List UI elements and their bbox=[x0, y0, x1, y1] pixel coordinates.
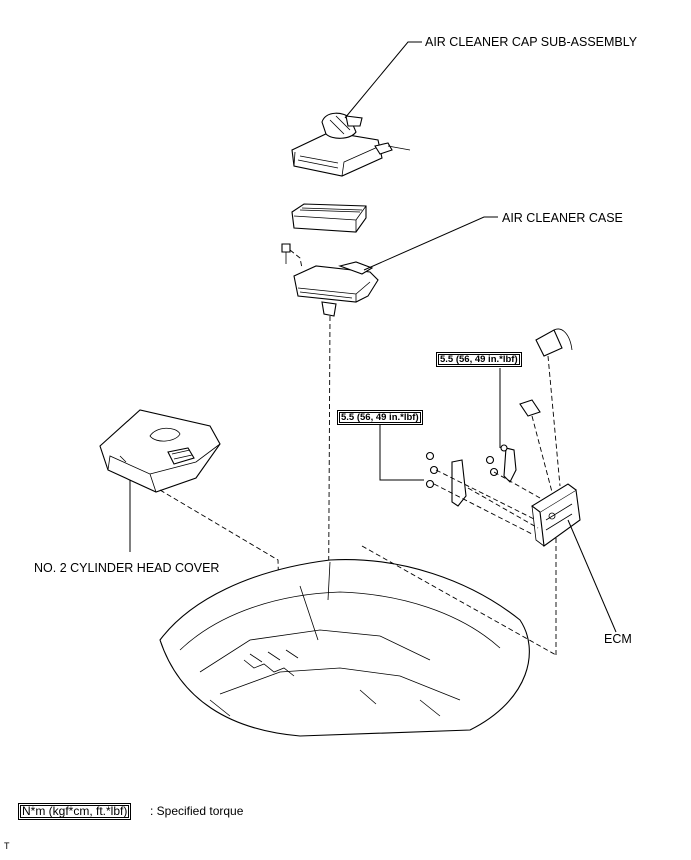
leader-torque-lower bbox=[379, 424, 424, 481]
air-filter-drawing bbox=[291, 203, 367, 233]
ecm-drawing bbox=[519, 328, 581, 547]
leader-air-cleaner-case bbox=[363, 216, 498, 271]
legend-torque-unit-box: N*m (kgf*cm, ft.*lbf) bbox=[18, 803, 132, 820]
ecm-brackets-drawing bbox=[425, 444, 541, 535]
air-cleaner-case-drawing bbox=[281, 243, 379, 317]
leader-ecm bbox=[567, 519, 617, 633]
label-air-cleaner-case: AIR CLEANER CASE bbox=[502, 211, 623, 225]
guide-engine-to-ecm bbox=[361, 536, 557, 656]
label-air-cleaner-cap: AIR CLEANER CAP SUB-ASSEMBLY bbox=[425, 35, 638, 49]
torque-spec-lower: 5.5 (56, 49 in.*lbf) bbox=[337, 410, 423, 425]
corner-mark: T bbox=[4, 841, 10, 851]
torque-spec-upper: 5.5 (56, 49 in.*lbf) bbox=[436, 352, 522, 367]
legend-description: : Specified torque bbox=[150, 804, 244, 818]
label-cylinder-head-cover: NO. 2 CYLINDER HEAD COVER bbox=[34, 561, 220, 575]
cylinder-head-cover-drawing bbox=[99, 409, 221, 493]
label-ecm: ECM bbox=[604, 632, 632, 646]
leader-air-cleaner-cap bbox=[344, 41, 422, 119]
air-cleaner-cap-drawing bbox=[291, 112, 411, 177]
engine-compartment-drawing bbox=[159, 559, 530, 737]
guide-cover-to-engine bbox=[159, 489, 281, 641]
